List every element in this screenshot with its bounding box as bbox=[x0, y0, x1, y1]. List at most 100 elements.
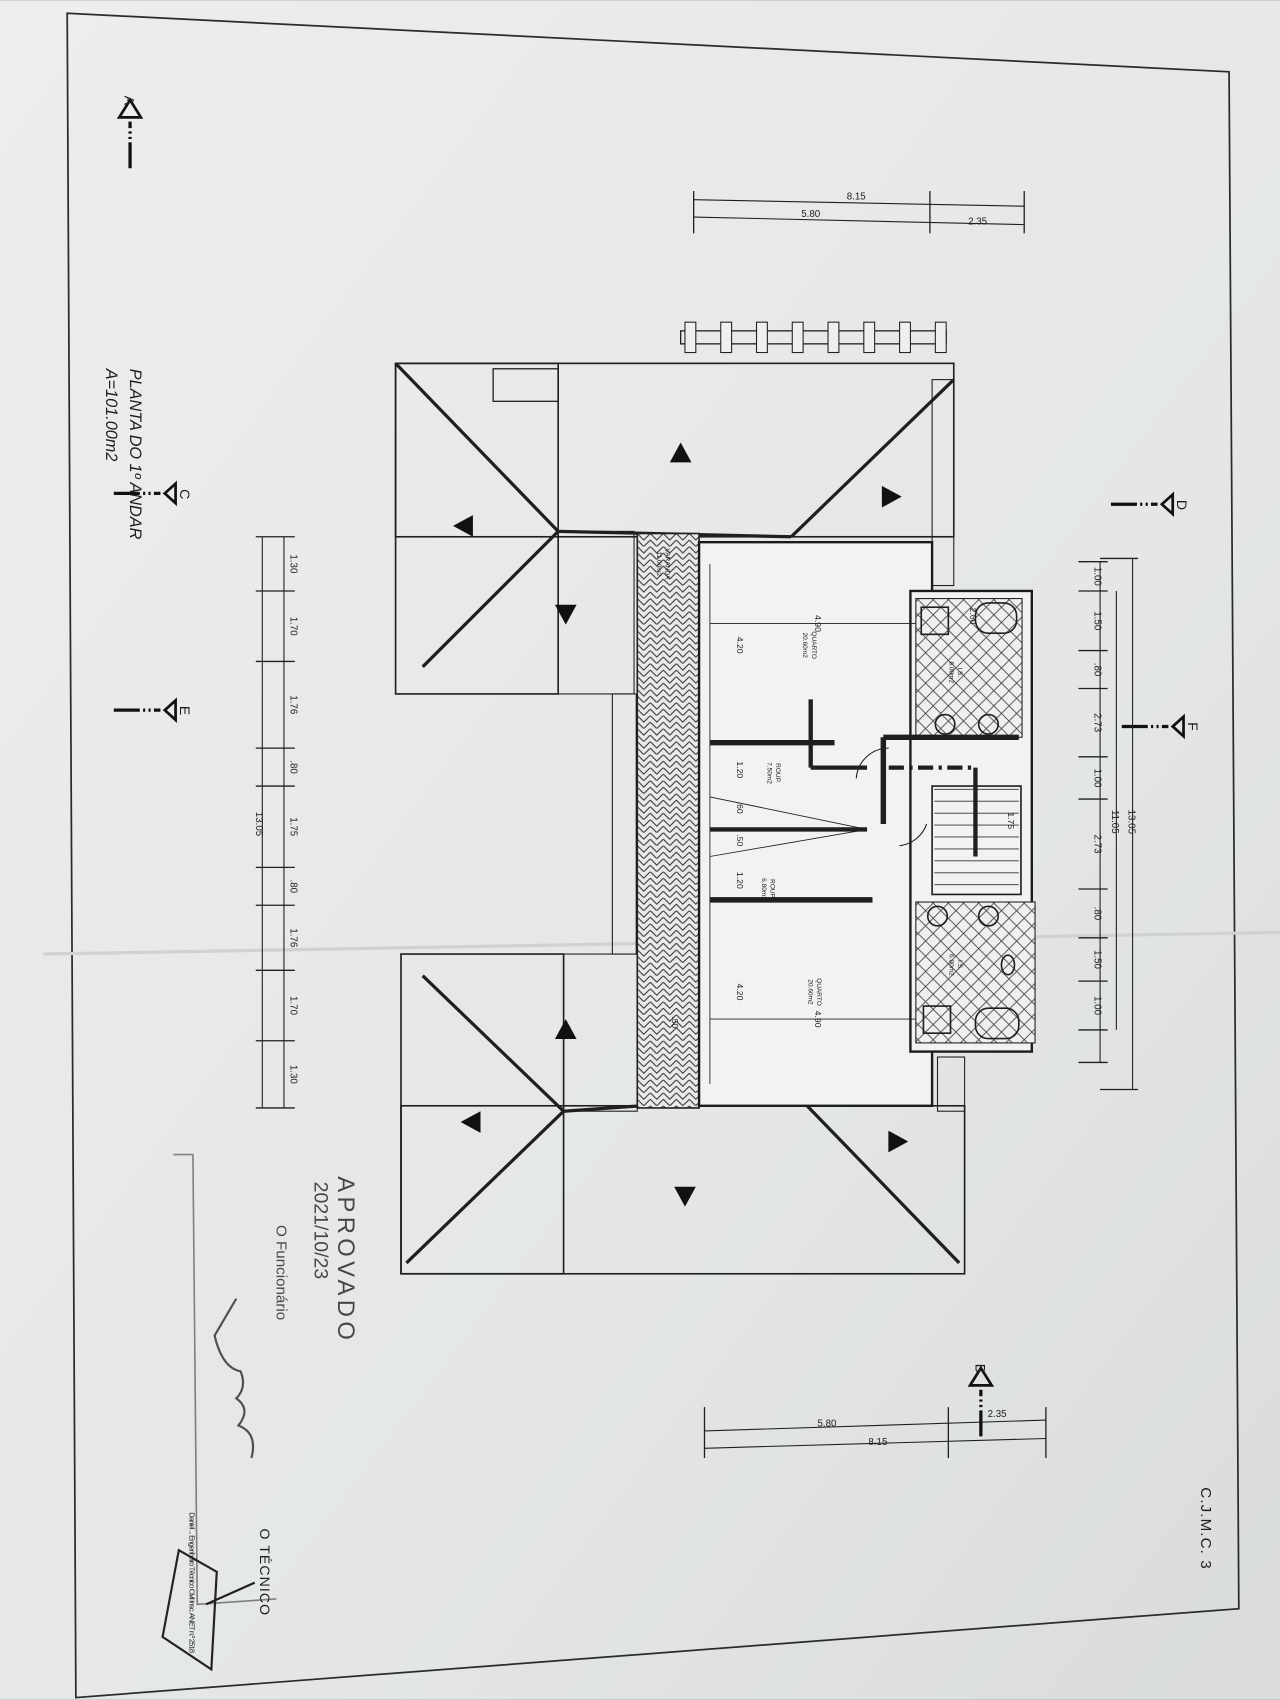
stamp-approved: APROVADO bbox=[332, 1176, 359, 1344]
room-area: 6.00m2 bbox=[947, 661, 954, 683]
pergola-post bbox=[755, 321, 768, 354]
stamp-date: 2021/10/23 bbox=[309, 1182, 331, 1280]
dim-label: 2.35 bbox=[968, 217, 988, 228]
section-label: A bbox=[122, 96, 138, 106]
room-label: I.S.6.00m2 bbox=[947, 661, 963, 683]
dim-label: 5.80 bbox=[801, 209, 821, 220]
slope-arrow-icon bbox=[460, 1111, 481, 1133]
room-dimension: 1.20 bbox=[735, 761, 745, 778]
room-name: ROUP. bbox=[774, 763, 781, 783]
dim-label: 1.00 bbox=[1092, 996, 1103, 1016]
room-dimension: 4.90 bbox=[813, 1011, 823, 1028]
section-marker-a: A bbox=[116, 96, 144, 169]
dim-label: 1.30 bbox=[287, 554, 298, 574]
room-dimension: 2.60 bbox=[968, 607, 978, 624]
room-label: I.S.6.00m2 bbox=[947, 954, 963, 976]
dim-label: .80 bbox=[287, 760, 298, 774]
room-name: ROUP. bbox=[769, 879, 776, 899]
official-signature bbox=[213, 1298, 255, 1459]
room-name: QUARTO bbox=[815, 978, 822, 1006]
dim-label: 1.50 bbox=[1092, 950, 1103, 970]
dim-label: 5.80 bbox=[817, 1419, 837, 1430]
room-area: 7.50m2 bbox=[765, 762, 772, 784]
room-dimension: 4.20 bbox=[735, 637, 745, 654]
approval-stamp: APROVADO 2021/10/23 O Funcionário bbox=[173, 1153, 359, 1606]
technician-credentials: Daniel ... Engenheiro Técnico Civil Insc… bbox=[188, 1512, 197, 1653]
technician-signature bbox=[161, 1548, 256, 1672]
dim-label: 1.70 bbox=[287, 996, 298, 1016]
room-area: 20.60m2 bbox=[801, 633, 808, 659]
section-marker-f: F bbox=[1121, 713, 1201, 740]
slope-arrow-icon bbox=[453, 515, 473, 537]
room-dimension: 1.20 bbox=[735, 872, 745, 889]
dim-label: 2.73 bbox=[1092, 835, 1103, 854]
pergola-post bbox=[934, 321, 947, 354]
room-area: 6.00m2 bbox=[947, 954, 954, 976]
pergola-post bbox=[791, 321, 804, 354]
dim-label: 1.75 bbox=[287, 817, 298, 837]
section-label: B bbox=[972, 1364, 988, 1373]
section-marker-d: D bbox=[1110, 491, 1190, 518]
section-label: C bbox=[177, 489, 193, 499]
dim-label: 2.35 bbox=[988, 1409, 1008, 1420]
pergola-post bbox=[684, 321, 697, 354]
slope-arrow-icon bbox=[669, 442, 692, 463]
room-name: I.S. bbox=[956, 960, 963, 970]
roof-slope-arrows bbox=[453, 442, 909, 1207]
dim-label: 1.00 bbox=[1092, 567, 1103, 587]
dim-label: 13.05 bbox=[253, 812, 264, 837]
dim-label: 1.76 bbox=[287, 928, 298, 947]
section-label: F bbox=[1185, 722, 1201, 731]
dim-label: 1.76 bbox=[287, 695, 298, 714]
room-dimension: .50 bbox=[735, 834, 745, 846]
pergola bbox=[679, 321, 947, 354]
room-label: ROUP.7.50m2 bbox=[765, 762, 781, 784]
veranda-floor bbox=[636, 532, 700, 1109]
pergola-post bbox=[827, 321, 840, 354]
house-walls bbox=[697, 541, 1036, 1107]
plan-title: PLANTA DO 1º ANDAR bbox=[126, 369, 144, 540]
slope-arrow-icon bbox=[554, 1019, 577, 1039]
dim-label: 1.70 bbox=[287, 617, 298, 637]
room-name: I.S. bbox=[956, 667, 963, 677]
room-name: QUARTO bbox=[810, 631, 817, 659]
slope-arrow-icon bbox=[888, 1130, 909, 1153]
dim-label: .80 bbox=[287, 880, 298, 894]
dim-label: 1.00 bbox=[1092, 768, 1103, 788]
room-area: 6.80m2 bbox=[760, 878, 767, 900]
room-area: 20.60m2 bbox=[807, 979, 814, 1005]
dim-label: 1.50 bbox=[1092, 611, 1103, 631]
slope-arrow-icon bbox=[554, 604, 577, 625]
pergola-post bbox=[863, 321, 876, 354]
room-label: ROUP.6.80m2 bbox=[760, 878, 776, 900]
room-dimension: .60 bbox=[735, 802, 745, 814]
room-dimension: 1.75 bbox=[1006, 812, 1016, 829]
pergola-post bbox=[720, 321, 733, 354]
sheet-border bbox=[66, 12, 1240, 1699]
plan-area: A=101.00m2 bbox=[102, 368, 120, 462]
pergola-post bbox=[899, 321, 911, 354]
slope-arrow-icon bbox=[881, 485, 902, 508]
dim-label: 11.05 bbox=[1109, 810, 1120, 834]
section-label: D bbox=[1174, 500, 1190, 510]
room-dimension: .50 bbox=[670, 1016, 680, 1028]
section-label: E bbox=[177, 706, 193, 715]
technician-label: O TÉCNICO bbox=[257, 1528, 273, 1616]
slope-arrow-icon bbox=[674, 1186, 696, 1207]
section-marker-c: C bbox=[113, 480, 193, 507]
dim-label: 8.15 bbox=[868, 1437, 888, 1448]
dim-label: 8.15 bbox=[847, 192, 867, 203]
dim-label: 2.73 bbox=[1092, 713, 1103, 732]
dim-label: .80 bbox=[1092, 663, 1103, 677]
room-dimension: 4.90 bbox=[813, 615, 823, 632]
room-area: 11.00m2 bbox=[655, 551, 662, 576]
section-marker-b: B bbox=[967, 1364, 995, 1437]
dim-label: 13.05 bbox=[1125, 810, 1136, 835]
dim-label: 1.30 bbox=[287, 1065, 298, 1085]
room-dimension: 4.20 bbox=[735, 984, 745, 1001]
section-marker-e: E bbox=[113, 697, 193, 723]
